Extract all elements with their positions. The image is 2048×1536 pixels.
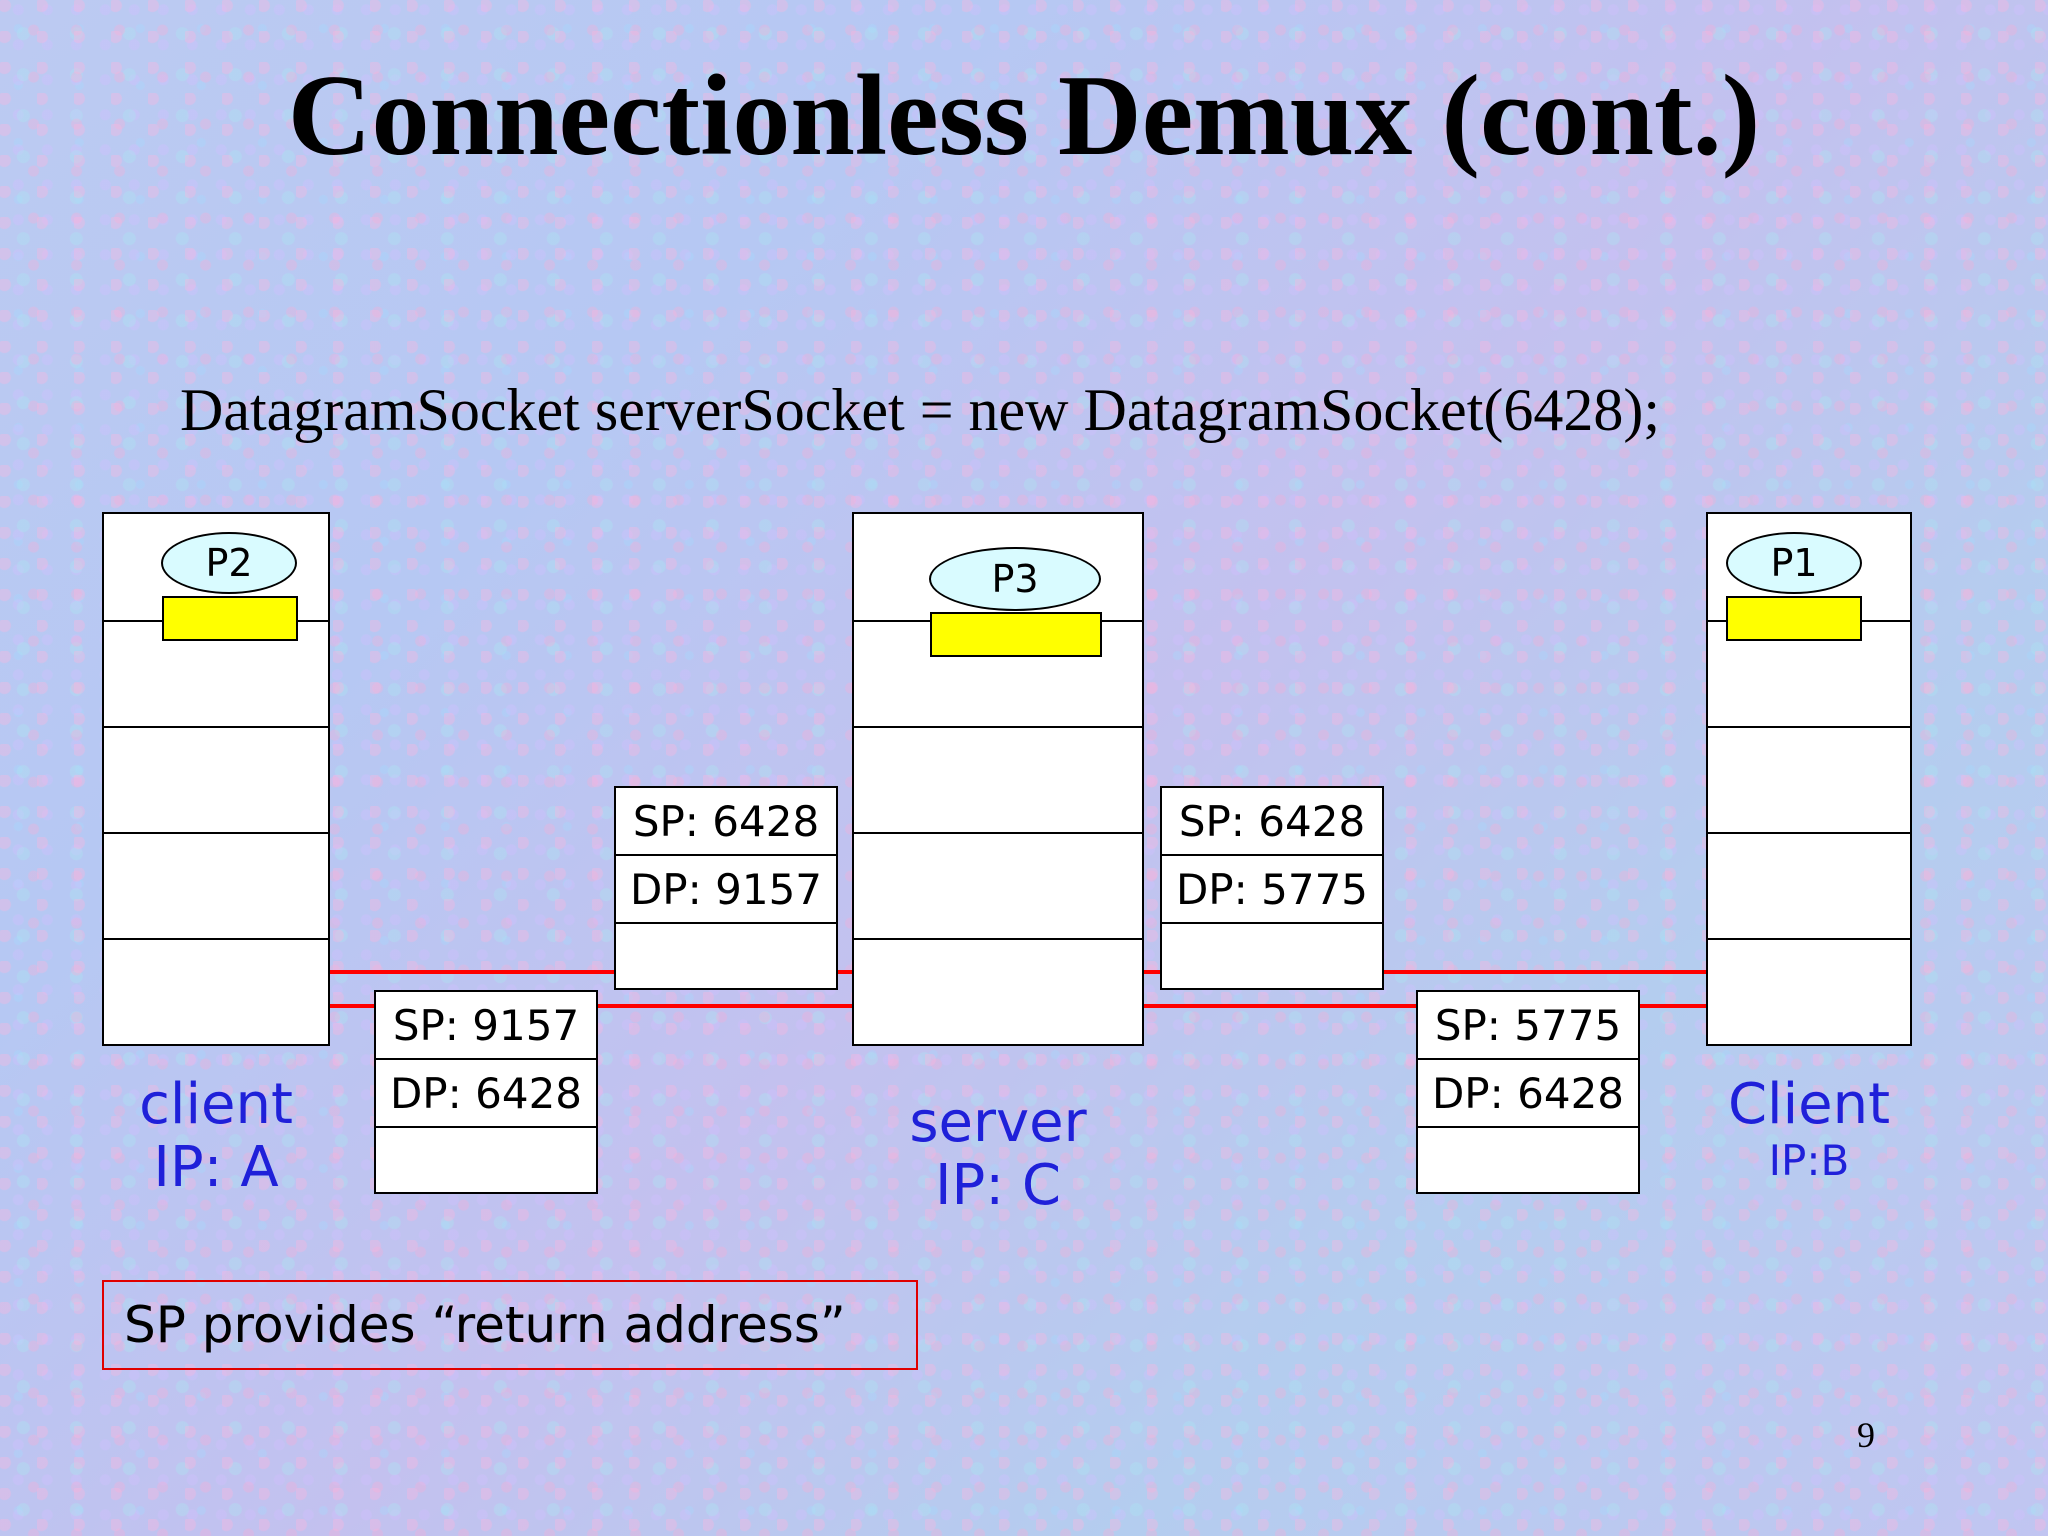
process-p1: P1 (1726, 532, 1862, 594)
layer-divider (1708, 938, 1910, 940)
segment-server-to-a: SP: 6428 DP: 9157 (614, 786, 838, 990)
client-b-label: Client IP:B (1706, 1072, 1912, 1185)
segment-data-field (1418, 1128, 1638, 1194)
segment-destination-port: DP: 5775 (1162, 856, 1382, 924)
segment-destination-port: DP: 9157 (616, 856, 836, 924)
segment-source-port: SP: 6428 (616, 788, 836, 856)
segment-data-field (616, 924, 836, 990)
process-p3: P3 (929, 547, 1101, 611)
client-b-ip: IP:B (1768, 1135, 1850, 1185)
client-a-label: client IP: A (102, 1072, 330, 1200)
segment-server-to-b: SP: 6428 DP: 5775 (1160, 786, 1384, 990)
layer-divider (1708, 832, 1910, 834)
layer-divider (1708, 726, 1910, 728)
client-b-name: Client (1727, 1072, 1891, 1137)
client-a-name: client (139, 1072, 293, 1137)
segment-destination-port: DP: 6428 (1418, 1060, 1638, 1128)
segment-data-field (1162, 924, 1382, 990)
server-label: server IP: C (852, 1090, 1144, 1218)
process-p2: P2 (161, 532, 297, 594)
return-address-note: SP provides “return address” (102, 1280, 918, 1370)
layer-divider (854, 832, 1142, 834)
segment-a-to-server: SP: 9157 DP: 6428 (374, 990, 598, 1194)
server-name: server (909, 1090, 1087, 1155)
server-socket (930, 612, 1102, 657)
slide-title: Connectionless Demux (cont.) (287, 52, 1761, 180)
client-a-socket (162, 596, 298, 641)
segment-source-port: SP: 5775 (1418, 992, 1638, 1060)
segment-source-port: SP: 9157 (376, 992, 596, 1060)
segment-source-port: SP: 6428 (1162, 788, 1382, 856)
layer-divider (854, 726, 1142, 728)
layer-divider (104, 938, 328, 940)
segment-b-to-server: SP: 5775 DP: 6428 (1416, 990, 1640, 1194)
page-number: 9 (1857, 1415, 1875, 1455)
server-socket-code: DatagramSocket serverSocket = new Datagr… (180, 377, 1660, 443)
layer-divider (104, 726, 328, 728)
client-b-socket (1726, 596, 1862, 641)
segment-destination-port: DP: 6428 (376, 1060, 596, 1128)
layer-divider (854, 938, 1142, 940)
client-a-ip: IP: A (153, 1134, 279, 1200)
layer-divider (104, 832, 328, 834)
server-ip: IP: C (934, 1152, 1062, 1218)
segment-data-field (376, 1128, 596, 1194)
